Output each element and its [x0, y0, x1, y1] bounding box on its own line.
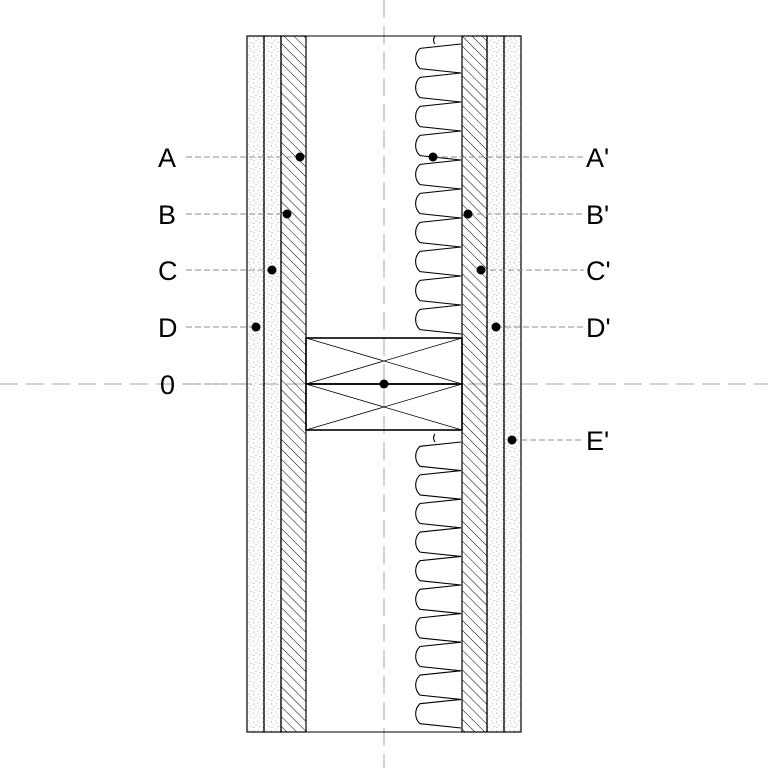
label-zero: 0 [160, 370, 175, 400]
point-e-prime [507, 435, 517, 445]
cavity-outline [306, 35, 462, 733]
measurement-points [251, 152, 517, 445]
left-hatched-board [280, 35, 307, 733]
label-c: C [158, 256, 178, 286]
point-a-prime [428, 152, 438, 162]
label-b: B [158, 200, 176, 230]
right-gypsum-board-outer [503, 35, 522, 733]
label-d: D [158, 313, 178, 343]
blocking-upper-cross-2 [305, 337, 463, 385]
point-d-prime [491, 322, 501, 332]
right-gypsum-board-inner [486, 35, 505, 733]
label-c-prime: C' [586, 256, 611, 286]
label-a: A [158, 143, 176, 173]
leader-lines [186, 156, 584, 441]
labels-left: A B C D 0 [158, 143, 178, 400]
blocking-lower-cross-2 [305, 383, 463, 431]
label-b-prime: B' [586, 200, 609, 230]
right-hatched-board [461, 35, 488, 733]
point-a [295, 152, 305, 162]
left-gypsum-board-outer [246, 35, 265, 733]
point-c-prime [476, 265, 486, 275]
point-d [251, 322, 261, 332]
insulation-batt-path [415, 35, 462, 335]
point-zero [379, 379, 389, 389]
point-b [282, 209, 292, 219]
label-e-prime: E' [586, 426, 609, 456]
point-b-prime [463, 209, 473, 219]
label-a-prime: A' [586, 143, 609, 173]
point-c [267, 265, 277, 275]
left-wall-layers [246, 35, 307, 733]
insulation-batt-lower [415, 433, 462, 729]
insulation-batt-path [415, 433, 462, 729]
label-d-prime: D' [586, 313, 611, 343]
labels-right: A' B' C' D' E' [586, 143, 611, 456]
insulation-batt-upper [415, 35, 462, 335]
left-gypsum-board-inner [263, 35, 282, 733]
right-wall-layers [461, 35, 522, 733]
